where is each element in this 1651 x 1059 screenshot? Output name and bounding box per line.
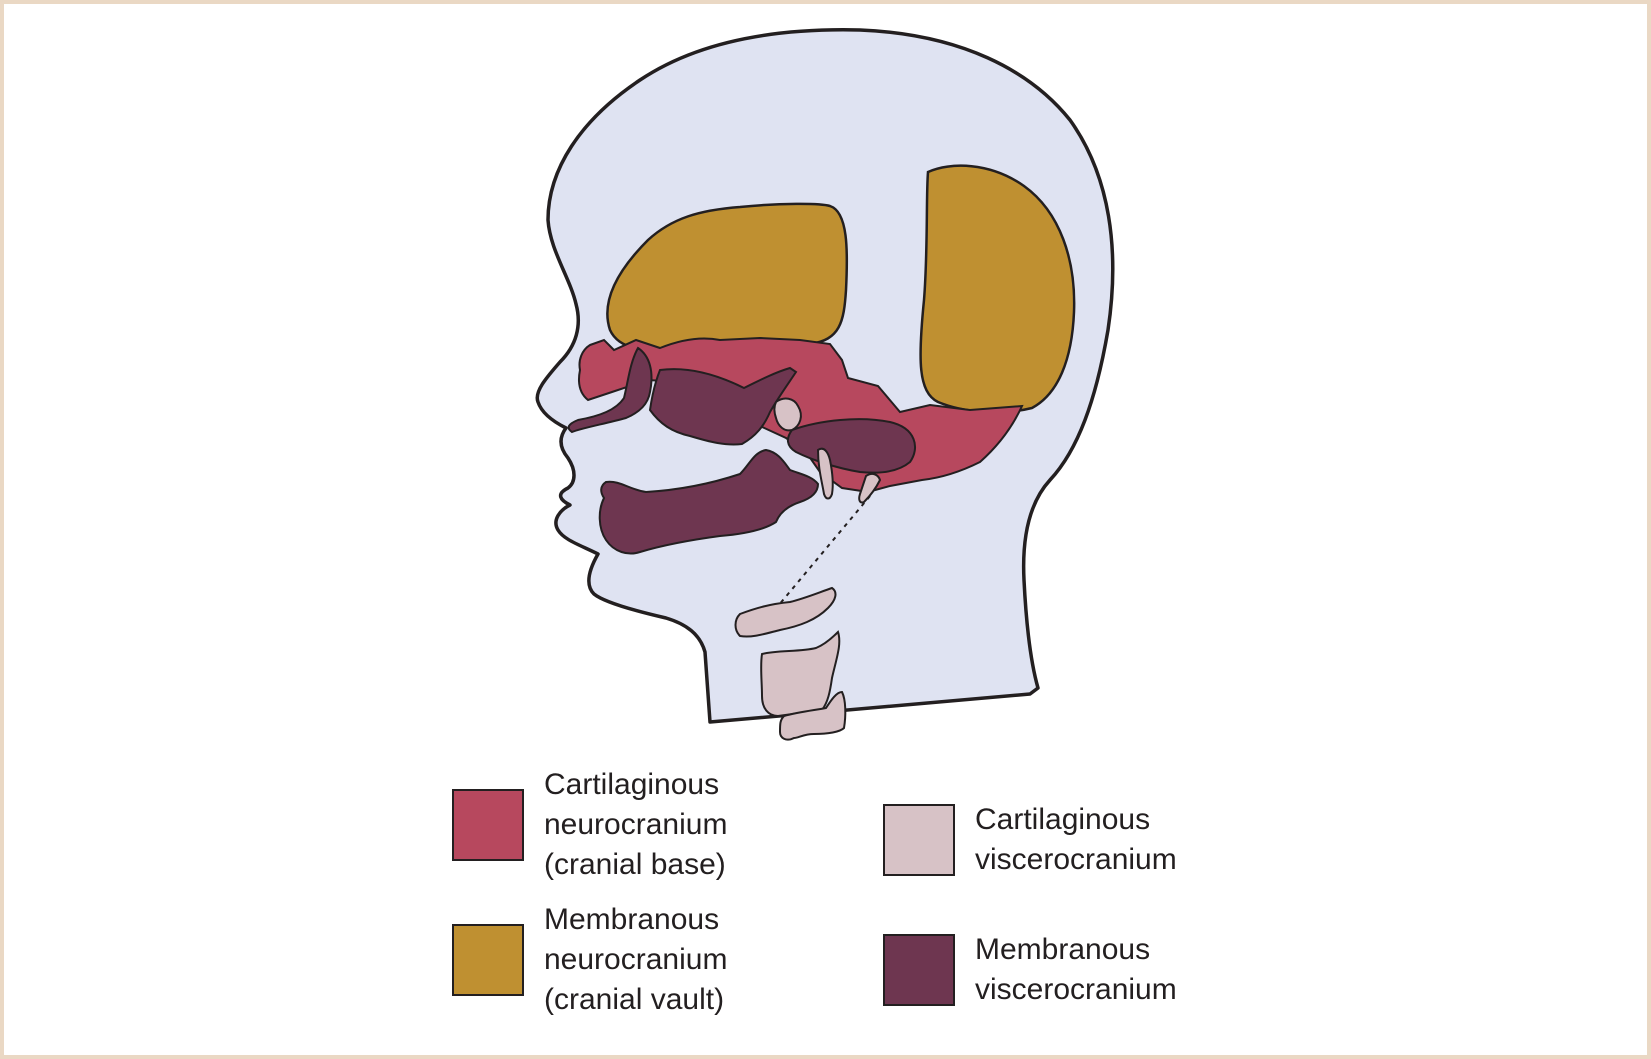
swatch-cartilaginous-neurocranium bbox=[452, 789, 524, 861]
legend-text-line: Cartilaginous bbox=[975, 803, 1151, 836]
hyoid-cartilage bbox=[734, 586, 837, 638]
legend-cartilaginous-viscerocranium: Cartilaginous viscerocranium bbox=[883, 800, 1177, 880]
legend-label-cartilaginous-neurocranium: Cartilaginous neurocranium (cranial base… bbox=[544, 765, 727, 885]
legend-text-line: (cranial vault) bbox=[544, 983, 725, 1016]
legend-label-membranous-neurocranium: Membranous neurocranium (cranial vault) bbox=[544, 900, 727, 1020]
mandible-bone bbox=[598, 448, 820, 555]
legend-membranous-neurocranium: Membranous neurocranium (cranial vault) bbox=[452, 900, 727, 1020]
swatch-membranous-viscerocranium bbox=[883, 934, 955, 1006]
legend-text-line: Membranous bbox=[975, 933, 1151, 966]
legend-text-line: (cranial base) bbox=[544, 848, 726, 881]
swatch-membranous-neurocranium bbox=[452, 924, 524, 996]
cricoid-cartilage bbox=[778, 690, 847, 741]
parietal-vault-bone bbox=[919, 164, 1076, 414]
legend-cartilaginous-neurocranium: Cartilaginous neurocranium (cranial base… bbox=[452, 765, 727, 885]
legend-membranous-viscerocranium: Membranous viscerocranium bbox=[883, 930, 1177, 1010]
thyroid-cartilage bbox=[760, 630, 841, 718]
legend-label-cartilaginous-viscerocranium: Cartilaginous viscerocranium bbox=[975, 800, 1177, 880]
legend-text-line: Membranous bbox=[544, 903, 720, 936]
legend-text-line: viscerocranium bbox=[975, 843, 1177, 876]
legend-text-line: neurocranium bbox=[544, 808, 728, 841]
swatch-cartilaginous-viscerocranium bbox=[883, 804, 955, 876]
stylohyoid-ligament bbox=[777, 495, 871, 607]
legend-text-line: Cartilaginous bbox=[544, 768, 720, 801]
styloid-cartilage bbox=[773, 397, 882, 504]
maxilla-zygomatic-bone bbox=[567, 346, 917, 474]
legend-label-membranous-viscerocranium: Membranous viscerocranium bbox=[975, 930, 1177, 1010]
legend-text-line: neurocranium bbox=[544, 943, 728, 976]
legend-text-line: viscerocranium bbox=[975, 973, 1177, 1006]
